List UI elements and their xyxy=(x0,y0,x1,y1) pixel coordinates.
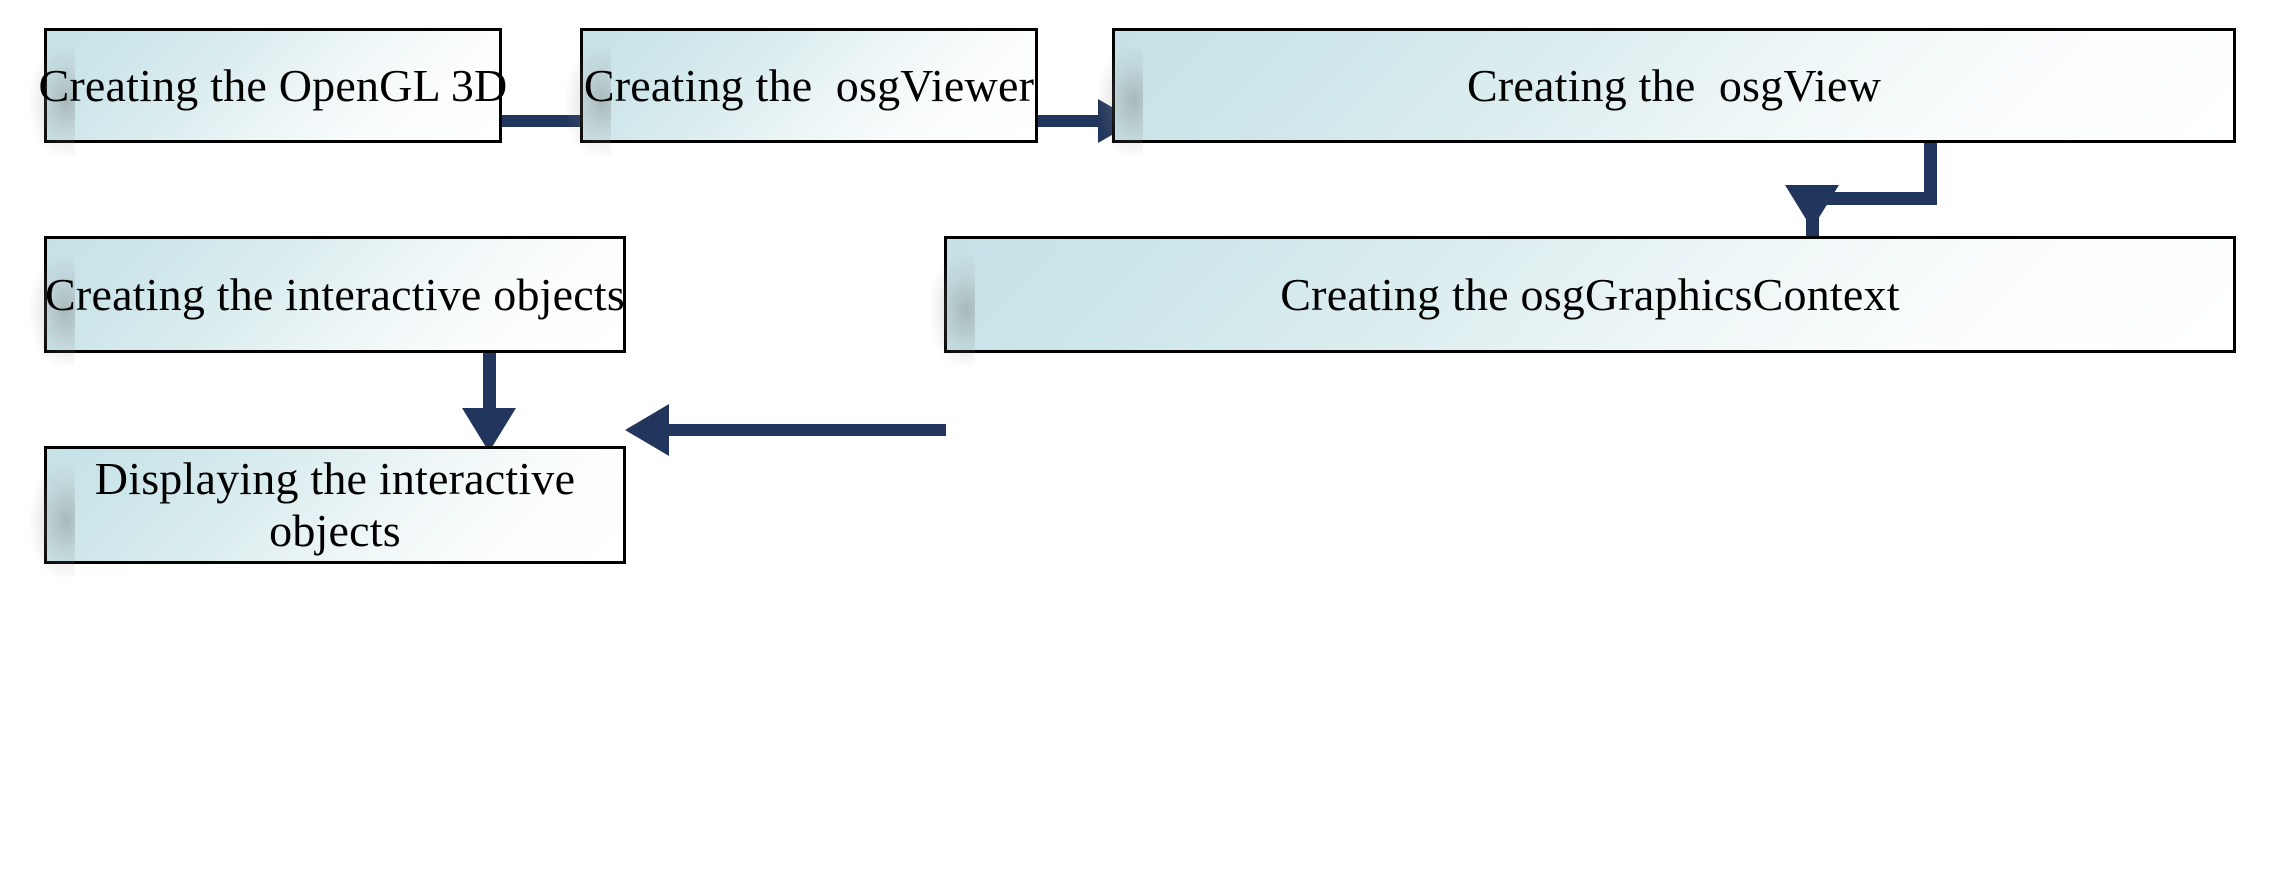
node-osgview[interactable]: Creating the osgView xyxy=(1099,28,2236,156)
arrow-head-down-icon xyxy=(1785,185,1839,229)
node-label: Creating the interactive objects xyxy=(45,268,625,320)
edge-line xyxy=(668,424,946,436)
edge-line xyxy=(1038,115,1100,127)
node-label: Displaying the interactive objects xyxy=(94,453,576,556)
node-interactiveobjects[interactable]: Creating the interactive objects xyxy=(31,236,626,366)
node-opengl3d[interactable]: Creating the OpenGL 3D xyxy=(31,28,507,156)
node-label: Creating the osgView xyxy=(1466,59,1882,111)
node-displayobjects[interactable]: Displaying the interactive objects xyxy=(31,446,626,577)
node-osggraphicscontext[interactable]: Creating the osgGraphicsContext xyxy=(931,236,2236,366)
node-label: Creating the OpenGL 3D xyxy=(38,59,508,111)
arrow-head-left-icon xyxy=(625,404,669,456)
node-label: Creating the osgViewer xyxy=(583,59,1035,111)
edge-line-segment-vertical-1 xyxy=(1924,138,1937,204)
node-osgviewer[interactable]: Creating the osgViewer xyxy=(567,28,1038,156)
node-label: Creating the osgGraphicsContext xyxy=(1280,268,1900,320)
arrow-head-down-icon xyxy=(462,408,516,452)
edge-line xyxy=(483,352,496,422)
